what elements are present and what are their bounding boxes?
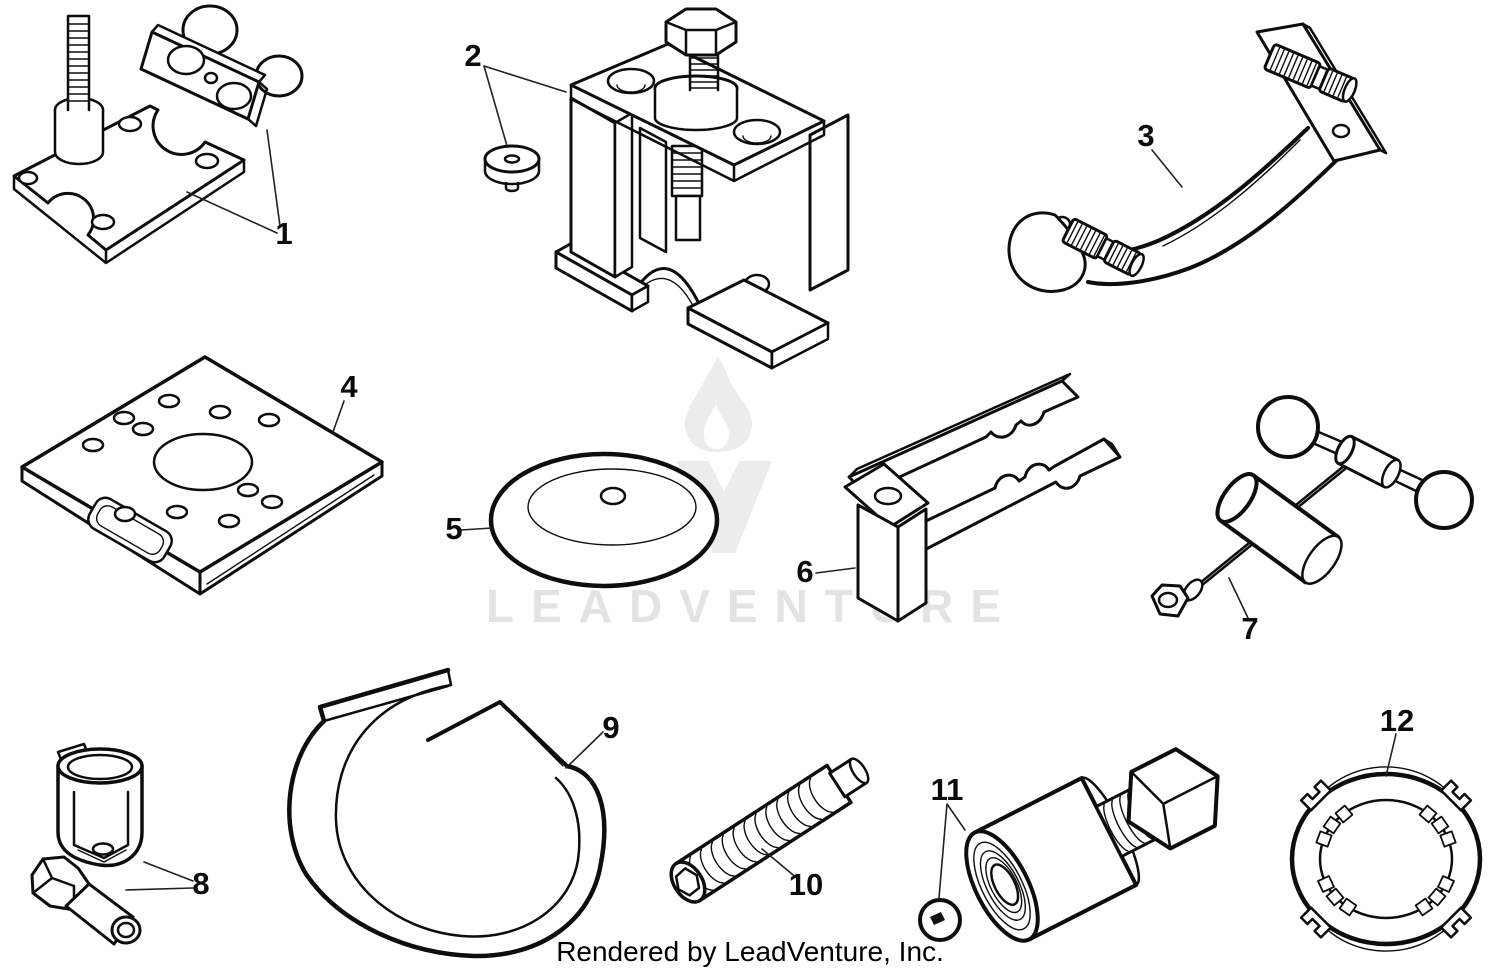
callout-1-label[interactable]: 1 <box>275 216 292 251</box>
part-1-stud-plate-and-roller-bracket <box>12 4 304 265</box>
part-8-socket-and-adapter <box>30 742 144 946</box>
callout-2-label[interactable]: 2 <box>464 38 481 73</box>
callout-10[interactable]: 10 <box>761 848 823 902</box>
callout-9[interactable]: 9 <box>565 710 620 769</box>
callout-3-label[interactable]: 3 <box>1137 118 1154 153</box>
part-12-lock-ring <box>1289 766 1483 952</box>
callout-5-label[interactable]: 5 <box>445 511 462 546</box>
callout-9-label[interactable]: 9 <box>602 710 619 745</box>
callout-6[interactable]: 6 <box>796 554 856 589</box>
part-3-handle-bracket <box>1007 22 1388 293</box>
callout-7-label[interactable]: 7 <box>1241 611 1258 646</box>
callout-4[interactable]: 4 <box>332 369 358 433</box>
part-10-threaded-rod <box>669 757 870 904</box>
footer-attribution: Rendered by LeadVenture, Inc. <box>556 936 944 967</box>
part-9-compressor-band <box>287 667 607 959</box>
callout-3[interactable]: 3 <box>1137 118 1183 188</box>
callout-4-label[interactable]: 4 <box>340 369 358 404</box>
part-2-puller-frame-and-washer <box>483 7 850 370</box>
callout-12-label[interactable]: 12 <box>1380 703 1414 738</box>
callout-2[interactable]: 2 <box>464 38 567 147</box>
callout-8-label[interactable]: 8 <box>192 866 209 901</box>
callout-5[interactable]: 5 <box>445 511 493 546</box>
part-4-base-plate <box>20 355 384 596</box>
callout-11[interactable]: 11 <box>931 772 966 899</box>
callout-6-label[interactable]: 6 <box>796 554 813 589</box>
callout-8[interactable]: 8 <box>125 861 210 901</box>
callout-7[interactable]: 7 <box>1228 577 1259 646</box>
part-7-t-handle-driver <box>1150 395 1474 618</box>
callout-1[interactable]: 1 <box>186 129 293 251</box>
part-5-seal-protector-dome <box>488 451 720 589</box>
part-6-holder-fork-tool <box>843 372 1122 623</box>
watermark-text: LEADVENTURE <box>486 580 1018 632</box>
part-11-puller-cylinder <box>918 747 1220 943</box>
callout-11-label[interactable]: 11 <box>931 772 964 807</box>
callout-12[interactable]: 12 <box>1380 703 1414 777</box>
callout-10-label[interactable]: 10 <box>789 867 823 902</box>
